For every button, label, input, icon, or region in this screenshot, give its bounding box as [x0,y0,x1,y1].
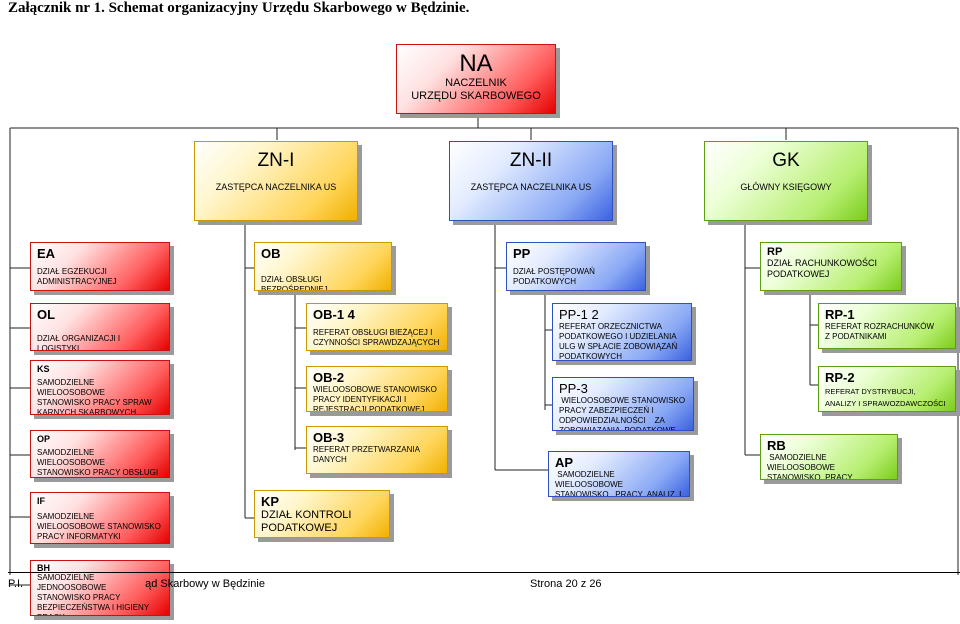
box-ob-desc: DZIAŁ OBSŁUGI BEZPOŚREDNIEJ [261,275,328,291]
box-kp-code: KP [261,494,280,509]
box-op-code: OP [37,434,51,444]
box-rp2-desc: REFERAT DYSTRYBUCJI, ANALIZY I SPRAWOZDA… [825,387,946,408]
footer-left-prefix: P.I. [8,578,24,590]
box-ob3: OB-3 REFERAT PRZETWARZANIA DANYCH [306,426,448,474]
box-ks-code: KS [37,364,50,374]
box-bh: BH SAMODZIELNE JEDNOOSOBOWE STANOWISKO P… [30,560,170,616]
box-na-code: NA [459,50,493,77]
box-bh-code: BH [37,563,50,573]
box-ob-code: OB [261,246,281,261]
box-rp2: RP-2 REFERAT DYSTRYBUCJI, ANALIZY I SPRA… [818,366,956,412]
box-pp12: PP-1 2 REFERAT ORZECZNICTWA PODATKOWEGO … [552,303,692,361]
box-gk: GK GŁÓWNY KSIĘGOWY [704,141,868,221]
box-rb-desc: SAMODZIELNE WIELOOSOBOWE STANOWISKO PRAC… [767,453,853,480]
box-rp-code: RP [767,246,783,258]
box-zn2-desc: ZASTĘPCA NACZELNIKA US [470,182,592,192]
box-pp-desc: DZIAŁ POSTĘPOWAŃ PODATKOWYCH [513,267,595,286]
box-pp3-desc: WIELOOSOBOWE STANOWISKO PRACY ZABEZPIECZ… [559,396,686,431]
box-ob: OB DZIAŁ OBSŁUGI BEZPOŚREDNIEJ [254,242,392,291]
box-bh-desc: SAMODZIELNE JEDNOOSOBOWE STANOWISKO PRAC… [37,573,150,615]
box-gk-code: GK [772,150,800,171]
box-pp3: PP-3 WIELOOSOBOWE STANOWISKO PRACY ZABEZ… [552,377,694,431]
box-zn1: ZN-I ZASTĘPCA NACZELNIKA US [194,141,358,221]
box-op: OP SAMODZIELNE WIELOOSOBOWE STANOWISKO P… [30,430,170,478]
box-op-desc: SAMODZIELNE WIELOOSOBOWE STANOWISKO PRAC… [37,448,159,477]
box-if-desc: SAMODZIELNE WIELOOSOBOWE STANOWISKO PRAC… [37,512,161,541]
box-zn2: ZN-II ZASTĘPCA NACZELNIKA US [449,141,613,221]
box-ea: EA DZIAŁ EGZEKUCJI ADMINISTRACYJNEJ [30,242,170,291]
box-ob2: OB-2 WIELOOSOBOWE STANOWISKO PRACY IDENT… [306,366,448,412]
box-pp12-desc: REFERAT ORZECZNICTWA PODATKOWEGO I UDZIE… [559,322,678,361]
box-zn1-code: ZN-I [257,150,295,171]
box-ob14: OB-1 4 REFERAT OBSŁUGI BIEŻĄCEJ I CZYNNO… [306,303,448,351]
box-rp: RP DZIAŁ RACHUNKOWOŚCI PODATKOWEJ [760,242,902,291]
box-ks-desc: SAMODZIELNE WIELOOSOBOWE STANOWISKO PRAC… [37,378,152,415]
box-zn1-desc: ZASTĘPCA NACZELNIKA US [215,182,337,192]
box-ob3-code: OB-3 [313,430,345,445]
box-ea-code: EA [37,246,56,261]
box-rp2-code: RP-2 [825,370,855,385]
box-ob14-desc: REFERAT OBSŁUGI BIEŻĄCEJ I CZYNNOŚCI SPR… [313,328,440,347]
box-ol-code: OL [37,307,56,322]
box-rp1: RP-1 REFERAT ROZRACHUNKÓW Z PODATNIKAMI [818,303,956,349]
box-na: NA NACZELNIK URZĘDU SKARBOWEGO [396,44,556,114]
box-ol: OL DZIAŁ ORGANIZACJI I LOGISTYKI [30,303,170,351]
box-pp-code: PP [513,246,531,261]
box-ol-desc: DZIAŁ ORGANIZACJI I LOGISTYKI [37,334,121,351]
box-na-desc: NACZELNIK URZĘDU SKARBOWEGO [411,77,541,102]
box-if: IF SAMODZIELNE WIELOOSOBOWE STANOWISKO P… [30,492,170,544]
box-rp1-code: RP-1 [825,307,855,322]
box-ob2-desc: WIELOOSOBOWE STANOWISKO PRACY IDENTYFIKA… [313,385,437,412]
box-if-code: IF [37,496,45,506]
box-gk-desc: GŁÓWNY KSIĘGOWY [740,182,832,192]
page-title: Załącznik nr 1. Schemat organizacyjny Ur… [8,0,470,16]
box-zn2-code: ZN-II [509,150,553,171]
box-pp: PP DZIAŁ POSTĘPOWAŃ PODATKOWYCH [506,242,646,291]
box-ob14-code: OB-1 4 [313,307,355,322]
box-ks: KS SAMODZIELNE WIELOOSOBOWE STANOWISKO P… [30,360,170,415]
box-pp12-code: PP-1 2 [559,307,599,322]
footer-rule [8,572,960,573]
box-kp-desc: DZIAŁ KONTROLI PODATKOWEJ [261,509,352,534]
box-ea-desc: DZIAŁ EGZEKUCJI ADMINISTRACYJNEJ [37,267,117,286]
box-rb-code: RB [767,438,786,453]
box-rp-desc: DZIAŁ RACHUNKOWOŚCI PODATKOWEJ [767,258,878,279]
box-rb: RB SAMODZIELNE WIELOOSOBOWE STANOWISKO P… [760,434,898,480]
box-ob3-desc: REFERAT PRZETWARZANIA DANYCH [313,445,420,464]
box-ap-code: AP [555,455,574,470]
box-pp3-code: PP-3 [559,381,588,396]
box-kp: KP DZIAŁ KONTROLI PODATKOWEJ [254,490,390,538]
box-rp1-desc: REFERAT ROZRACHUNKÓW Z PODATNIKAMI [825,322,935,341]
footer-page-number: Strona 20 z 26 [530,578,602,590]
footer-left: P.I. ąd Skarbowy w Będzinie [8,578,265,590]
box-ap: AP SAMODZIELNE WIELOOSOBOWE STANOWISKO P… [548,451,690,497]
box-ap-desc: SAMODZIELNE WIELOOSOBOWE STANOWISKO PRAC… [555,470,682,497]
box-ob2-code: OB-2 [313,370,345,385]
footer-left-suffix: ąd Skarbowy w Będzinie [145,578,265,590]
